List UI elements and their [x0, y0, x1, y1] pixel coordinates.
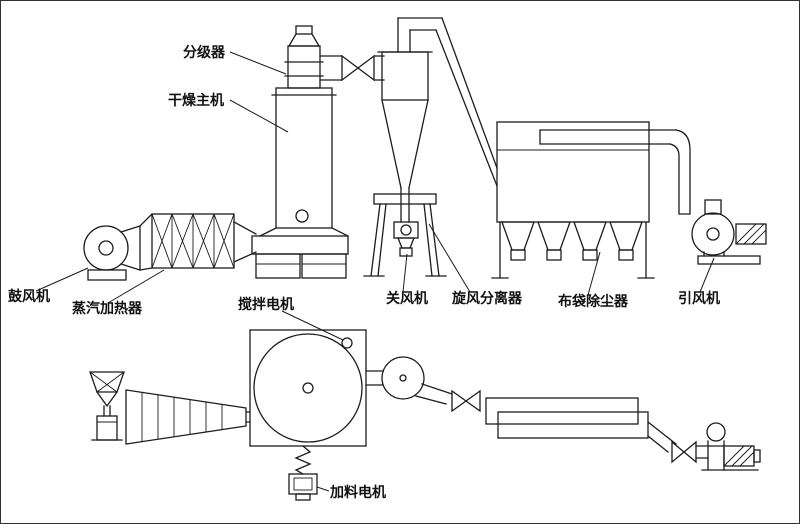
- label-bag-filter: 布袋除尘器: [558, 293, 629, 309]
- blower: [83, 213, 153, 281]
- feed-hopper: [89, 371, 125, 441]
- label-rotary-valve: 关风机: [386, 290, 428, 306]
- label-induced-draft-fan: 引风机: [678, 290, 720, 306]
- induced-draft-fan: [691, 199, 767, 265]
- feeding-screw-motor: [288, 445, 318, 501]
- labels: 分级器 干燥主机 鼓风机 蒸汽加热器 搅拌电机 关风机 旋风分离器 布袋除尘器 …: [8, 44, 720, 500]
- rotary-valve-plan: [365, 356, 453, 405]
- label-classifier: 分级器: [183, 44, 226, 60]
- label-cyclone-separator: 旋风分离器: [451, 290, 523, 306]
- label-steam-heater: 蒸汽加热器: [72, 300, 143, 316]
- dryer-column: [251, 25, 349, 279]
- rotary-valve: [393, 221, 419, 257]
- label-agitator-motor: 搅拌电机: [238, 296, 294, 312]
- label-feeding-motor: 加料电机: [329, 484, 386, 500]
- mixer-plan: [249, 329, 367, 447]
- bag-filter: [491, 121, 691, 279]
- discharge-fan: [701, 422, 761, 471]
- feed-screw-cone: [125, 389, 251, 445]
- leader-lines: [35, 51, 715, 492]
- label-blower: 鼓风机: [8, 288, 50, 304]
- cyclone-separator: [363, 17, 498, 277]
- steam-heater: [151, 213, 257, 269]
- classifier-duct: [319, 54, 385, 82]
- plan-duct-run: [451, 389, 709, 464]
- label-dryer-main: 干燥主机: [168, 92, 224, 108]
